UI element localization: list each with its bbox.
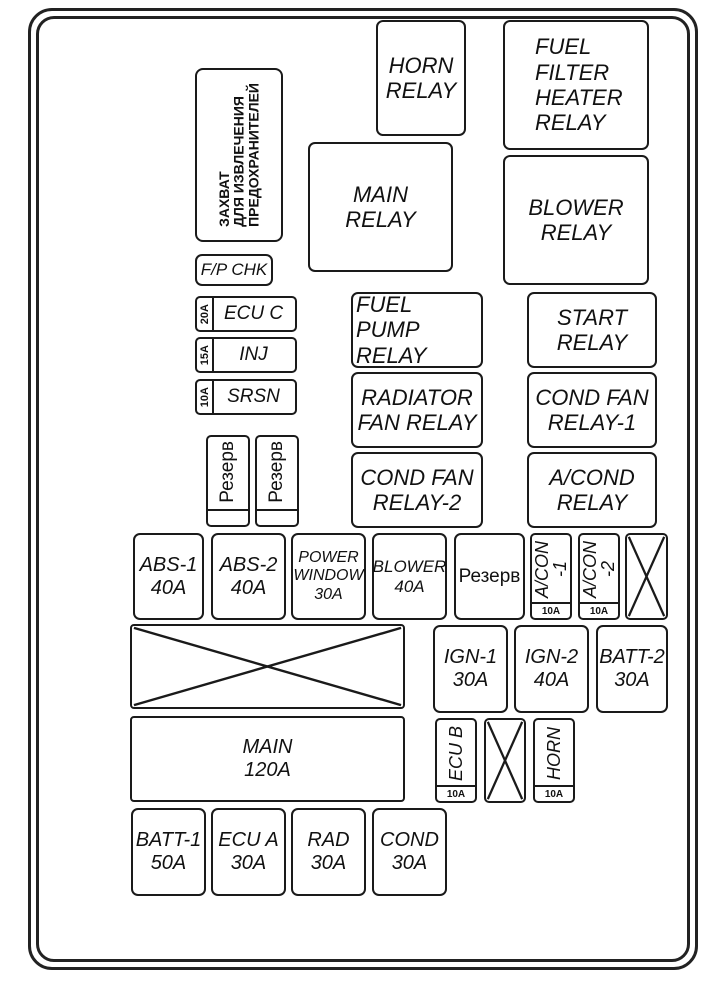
fuse-cond-label: COND 30A — [380, 829, 439, 874]
fuse-batt-2: BATT-2 30A — [596, 625, 668, 713]
fuse-rating: 10A — [535, 785, 573, 801]
fuse-batt-1: BATT-1 50A — [131, 808, 206, 896]
fuse-main-label: MAIN 120A — [242, 736, 293, 781]
cond-fan-relay-2: COND FAN RELAY-2 — [351, 452, 483, 528]
fuse-abs-2-label: ABS-2 40A — [219, 553, 278, 599]
empty-slot-large-x — [130, 624, 405, 709]
fuse-a-con-1: A/CON -1 10A — [530, 533, 572, 620]
fuse-a-con-2: A/CON -2 10A — [578, 533, 620, 620]
empty-slot-x — [484, 718, 526, 803]
empty-slot-x — [625, 533, 668, 620]
fuel-pump-relay: FUEL PUMP RELAY — [351, 292, 483, 368]
blower-relay: BLOWER RELAY — [503, 155, 649, 285]
fuel-filter-heater-relay: FUEL FILTER HEATER RELAY — [503, 20, 649, 150]
fuse-ecu-a: ECU A 30A — [211, 808, 286, 896]
horn-relay: HORN RELAY — [376, 20, 466, 136]
spare-fuse-label: Резерв — [217, 441, 238, 503]
spare-fuse-label: Резерв — [266, 441, 287, 503]
fuse-ecu-c: 20A ECU C — [195, 296, 297, 332]
start-relay: START RELAY — [527, 292, 657, 368]
fuse-rating: 10A — [580, 602, 618, 618]
fuse-rating: 10A — [532, 602, 570, 618]
fuse-label: ECU C — [223, 303, 284, 324]
fuse-abs-1: ABS-1 40A — [133, 533, 204, 620]
fuse-power-window: POWER WINDOW 30A — [291, 533, 366, 620]
fuse-ecu-b-label: ECU B — [446, 725, 466, 781]
fuse-ecu-a-label: ECU A 30A — [218, 829, 279, 874]
fuse-rating: 15A — [197, 339, 214, 371]
fuse-ign-2-label: IGN-2 40A — [524, 646, 579, 691]
fuse-inj: 15A INJ — [195, 337, 297, 373]
fuse-batt-1-label: BATT-1 50A — [135, 829, 202, 874]
fuse-a-con-2-label: A/CON -2 — [580, 540, 618, 598]
fp-chk-connector: F/P CHK — [195, 254, 273, 286]
x-mark-icon — [133, 626, 402, 707]
acond-relay: A/COND RELAY — [527, 452, 657, 528]
fuse-label: INJ — [239, 344, 268, 365]
fuse-blower: BLOWER 40A — [372, 533, 447, 620]
fuse-abs-1-label: ABS-1 40A — [139, 553, 198, 599]
fuse-ign-1: IGN-1 30A — [433, 625, 508, 713]
fuse-srsn: 10A SRSN — [195, 379, 297, 415]
fuse-box-inner-frame — [36, 16, 690, 962]
fuse-power-window-label: POWER WINDOW 30A — [293, 548, 364, 603]
fuse-puller: ЗАХВАТ ДЛЯ ИЗВЛЕЧЕНИЯ ПРЕДОХРАНИТЕЛЕЙ — [195, 68, 283, 242]
fuse-blower-label: BLOWER 40A — [372, 556, 447, 596]
fuse-rating: 10A — [437, 785, 475, 801]
main-relay: MAIN RELAY — [308, 142, 453, 272]
fuse-ign-2: IGN-2 40A — [514, 625, 589, 713]
fuse-batt-2-label: BATT-2 30A — [599, 646, 665, 691]
fuse-box-outer-frame — [28, 8, 698, 970]
fuel-filter-heater-relay-label: FUEL FILTER HEATER RELAY — [535, 34, 623, 136]
fuse-ign-1-label: IGN-1 30A — [443, 646, 498, 691]
fuse-spare: Резерв — [454, 533, 525, 620]
fuel-pump-relay-label: FUEL PUMP RELAY — [356, 292, 427, 368]
fuse-horn: HORN 10A — [533, 718, 575, 803]
fuse-puller-label: ЗАХВАТ ДЛЯ ИЗВЛЕЧЕНИЯ ПРЕДОХРАНИТЕЛЕЙ — [215, 83, 262, 227]
cond-fan-relay-1-label: COND FAN RELAY-1 — [535, 384, 649, 435]
start-relay-label: START RELAY — [556, 304, 628, 355]
fuse-rating: 20A — [197, 298, 214, 330]
fuse-rad: RAD 30A — [291, 808, 366, 896]
fuse-label: SRSN — [227, 386, 280, 407]
fuse-cond: COND 30A — [372, 808, 447, 896]
fuse-rating: 10A — [197, 381, 214, 413]
spare-fuse-2: Резерв — [255, 435, 299, 527]
x-mark-icon — [627, 536, 666, 617]
blower-relay-label: BLOWER RELAY — [528, 194, 624, 245]
fuse-abs-2: ABS-2 40A — [211, 533, 286, 620]
fuse-horn-label: HORN — [544, 727, 564, 780]
fuse-main: MAIN 120A — [130, 716, 405, 802]
radiator-fan-relay-label: RADIATOR FAN RELAY — [357, 384, 477, 435]
fuse-spare-label: Резерв — [458, 565, 521, 587]
fuse-ecu-b: ECU B 10A — [435, 718, 477, 803]
radiator-fan-relay: RADIATOR FAN RELAY — [351, 372, 483, 448]
x-mark-icon — [486, 721, 524, 800]
spare-fuse-1: Резерв — [206, 435, 250, 527]
main-relay-label: MAIN RELAY — [345, 181, 416, 232]
fp-chk-label: F/P CHK — [200, 260, 268, 280]
fuse-a-con-1-label: A/CON -1 — [532, 540, 570, 598]
acond-relay-label: A/COND RELAY — [549, 464, 635, 515]
fuse-rad-label: RAD 30A — [307, 829, 350, 874]
cond-fan-relay-2-label: COND FAN RELAY-2 — [360, 464, 474, 515]
cond-fan-relay-1: COND FAN RELAY-1 — [527, 372, 657, 448]
horn-relay-label: HORN RELAY — [385, 52, 457, 103]
